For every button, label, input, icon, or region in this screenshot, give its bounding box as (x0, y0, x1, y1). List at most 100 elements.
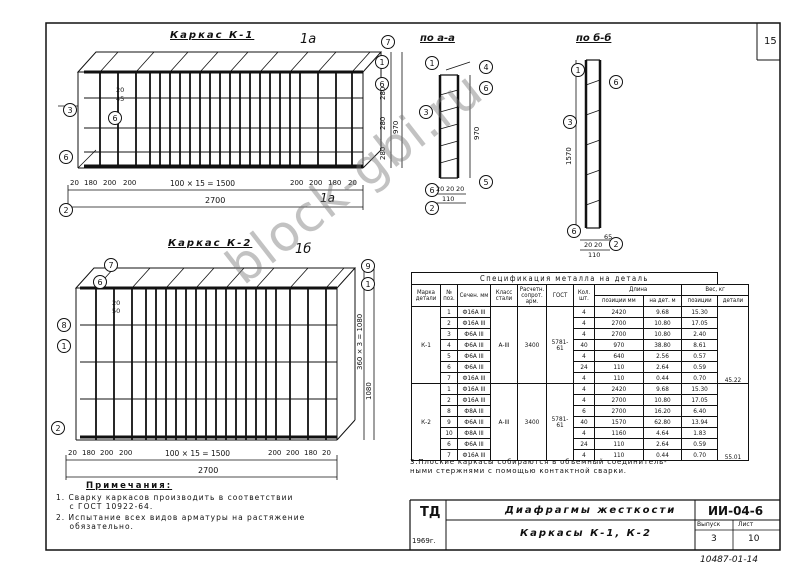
svg-text:2: 2 (55, 424, 60, 433)
frame-k1-dim-4: 100 × 15 = 1500 (170, 179, 236, 188)
spec-pos: 4 (440, 339, 458, 351)
spec-weight-pos: 13.94 (681, 416, 718, 428)
spec-len-pos: 1570 (594, 416, 644, 428)
svg-text:6: 6 (97, 278, 102, 287)
spec-qty: 40 (573, 416, 595, 428)
spec-section: Ф16А III (457, 306, 491, 318)
section-b-b-title: по б-б (576, 33, 612, 44)
specification-table: Спецификация металла на деталь Марка дет… (411, 272, 750, 461)
spec-qty: 4 (573, 328, 595, 340)
spec-len-pos: 2700 (594, 405, 644, 417)
spec-mark: К-2 (411, 383, 441, 461)
frame-k1-dim-3: 200 (123, 179, 137, 187)
spec-len-det: 2.56 (642, 350, 683, 362)
sheet-frame (45, 22, 781, 551)
sheet-number: 15 (764, 36, 777, 47)
spec-len-det: 10.80 (642, 394, 683, 406)
frame-k2-dim-0: 20 (68, 449, 77, 457)
spec-len-det: 10.80 (642, 317, 683, 329)
section-a-a-bottom: 110 (442, 195, 455, 203)
spec-pos: 9 (440, 416, 458, 428)
spec-weight-pos: 17.05 (681, 394, 718, 406)
frame-k2-dim-8: 20 (322, 449, 331, 457)
svg-text:6: 6 (613, 78, 618, 87)
spec-section: Ф8А III (457, 427, 491, 439)
frame-k2-section-mark: 1б (295, 242, 312, 257)
svg-text:6: 6 (112, 114, 117, 123)
spec-len-pos: 2700 (594, 394, 644, 406)
spec-header-qty: Кол. шт. (573, 284, 595, 307)
spec-section: Ф16А III (457, 383, 491, 395)
section-a-a-height: 970 (473, 126, 481, 140)
notes-title: Примечания: (86, 481, 173, 491)
frame-k1-dim-1: 180 (84, 179, 98, 187)
spec-weight-pos: 0.59 (681, 361, 718, 373)
spec-len-pos: 2700 (594, 328, 644, 340)
spec-len-pos: 110 (594, 449, 644, 461)
spec-weight-pos: 15.30 (681, 306, 718, 318)
spec-qty: 4 (573, 427, 595, 439)
spec-header-mark: Марка детали (411, 284, 441, 307)
spec-len-det: 2.64 (642, 438, 683, 450)
notes-item-1: 1. Сварку каркасов производить в соответ… (56, 493, 294, 511)
spec-qty: 4 (573, 383, 595, 395)
svg-text:1: 1 (575, 66, 580, 75)
spec-qty: 24 (573, 438, 595, 450)
frame-k2-small-1: 50 (112, 307, 121, 315)
spec-weight-total: 45.22 (716, 306, 750, 384)
spec-pos: 1 (440, 383, 458, 395)
spec-weight-pos: 15.30 (681, 383, 718, 395)
spec-header-gost: ГОСТ (546, 284, 574, 307)
spec-qty: 4 (573, 306, 595, 318)
section-b-b-bottom: 110 (588, 251, 601, 259)
spec-len-det: 62.80 (642, 416, 683, 428)
spec-weight-pos: 2.40 (681, 328, 718, 340)
spec-section: Ф6А III (457, 438, 491, 450)
section-a-a-dim-0: 20 (436, 185, 445, 193)
spec-steel: А-III (490, 306, 518, 384)
frame-k2-dim-2: 200 (100, 449, 114, 457)
spec-header-section: Сечен. мм (457, 284, 491, 307)
spec-gost: 5781-61 (546, 383, 574, 461)
spec-len-det: 0.44 (642, 372, 683, 384)
svg-text:2: 2 (63, 206, 68, 215)
spec-pos: 6 (440, 438, 458, 450)
spec-title: Спецификация металла на деталь (411, 272, 718, 285)
spec-len-pos: 2420 (594, 383, 644, 395)
spec-len-det: 9.68 (642, 306, 683, 318)
spec-qty: 4 (573, 317, 595, 329)
spec-qty: 4 (573, 394, 595, 406)
frame-k2-dim-1: 180 (82, 449, 96, 457)
spec-pos: 8 (440, 405, 458, 417)
svg-text:4: 4 (483, 63, 488, 72)
frame-k1-small-0: 20 (116, 86, 125, 94)
spec-resist: 3400 (517, 306, 547, 384)
frame-k1-dim-7: 180 (328, 179, 342, 187)
svg-text:3: 3 (567, 118, 572, 127)
stamp-issue-label: Выпуск (697, 521, 721, 528)
frame-k1-dim-5: 200 (290, 179, 304, 187)
spec-weight-pos: 0.70 (681, 372, 718, 384)
spec-section: Ф16А III (457, 317, 491, 329)
svg-text:7: 7 (385, 38, 390, 47)
spec-section: Ф6А III (457, 361, 491, 373)
stamp-sheet-label: Лист (738, 521, 754, 528)
svg-text:6: 6 (379, 80, 384, 89)
spec-qty: 40 (573, 339, 595, 351)
spec-pos: 1 (440, 306, 458, 318)
spec-section: Ф16А III (457, 394, 491, 406)
spec-weight-pos: 17.05 (681, 317, 718, 329)
spec-pos: 6 (440, 361, 458, 373)
notes-item-2: 2. Испытание всех видов арматуры на раст… (56, 513, 306, 531)
spec-sub-pos-kg: позиции (681, 295, 718, 307)
frame-k1-dim-6: 200 (309, 179, 323, 187)
spec-mark: К-1 (411, 306, 441, 384)
